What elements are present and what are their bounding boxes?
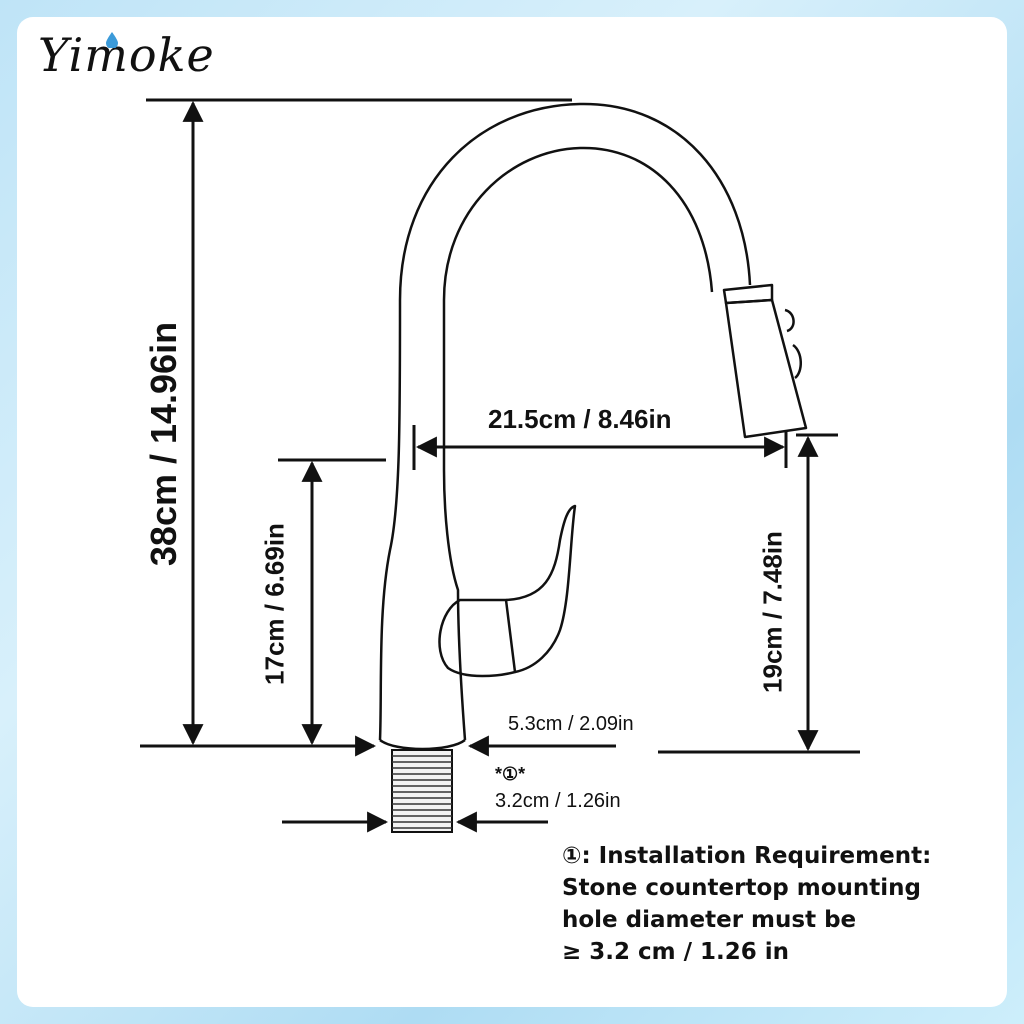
water-drop-icon (106, 32, 118, 48)
spout-height-label: 19cm / 7.48in (757, 531, 788, 693)
shank-marker-label: *①* (495, 764, 526, 784)
shank-threads (392, 755, 452, 829)
note-line-2: Stone countertop mounting (562, 875, 921, 901)
note-line-4: ≥ 3.2 cm / 1.26 in (562, 939, 790, 965)
brand-logo: Yimoke (38, 28, 215, 82)
threaded-shank (391, 749, 453, 833)
diagram-card (17, 17, 1007, 1007)
base-diameter-label: 5.3cm / 2.09in (508, 713, 634, 735)
faucet-handle (438, 504, 577, 678)
handle-height-label: 17cm / 6.69in (259, 523, 290, 685)
faucet-outline (378, 102, 808, 751)
installation-note: ①: Installation Requirement: Stone count… (562, 840, 982, 968)
spout-reach-label: 21.5cm / 8.46in (488, 404, 672, 434)
note-line-3: hole diameter must be (562, 907, 857, 933)
note-line-1: ①: Installation Requirement: (562, 843, 932, 869)
total-height-label: 38cm / 14.96in (143, 321, 184, 567)
shank-diameter-label: 3.2cm / 1.26in (495, 790, 621, 812)
